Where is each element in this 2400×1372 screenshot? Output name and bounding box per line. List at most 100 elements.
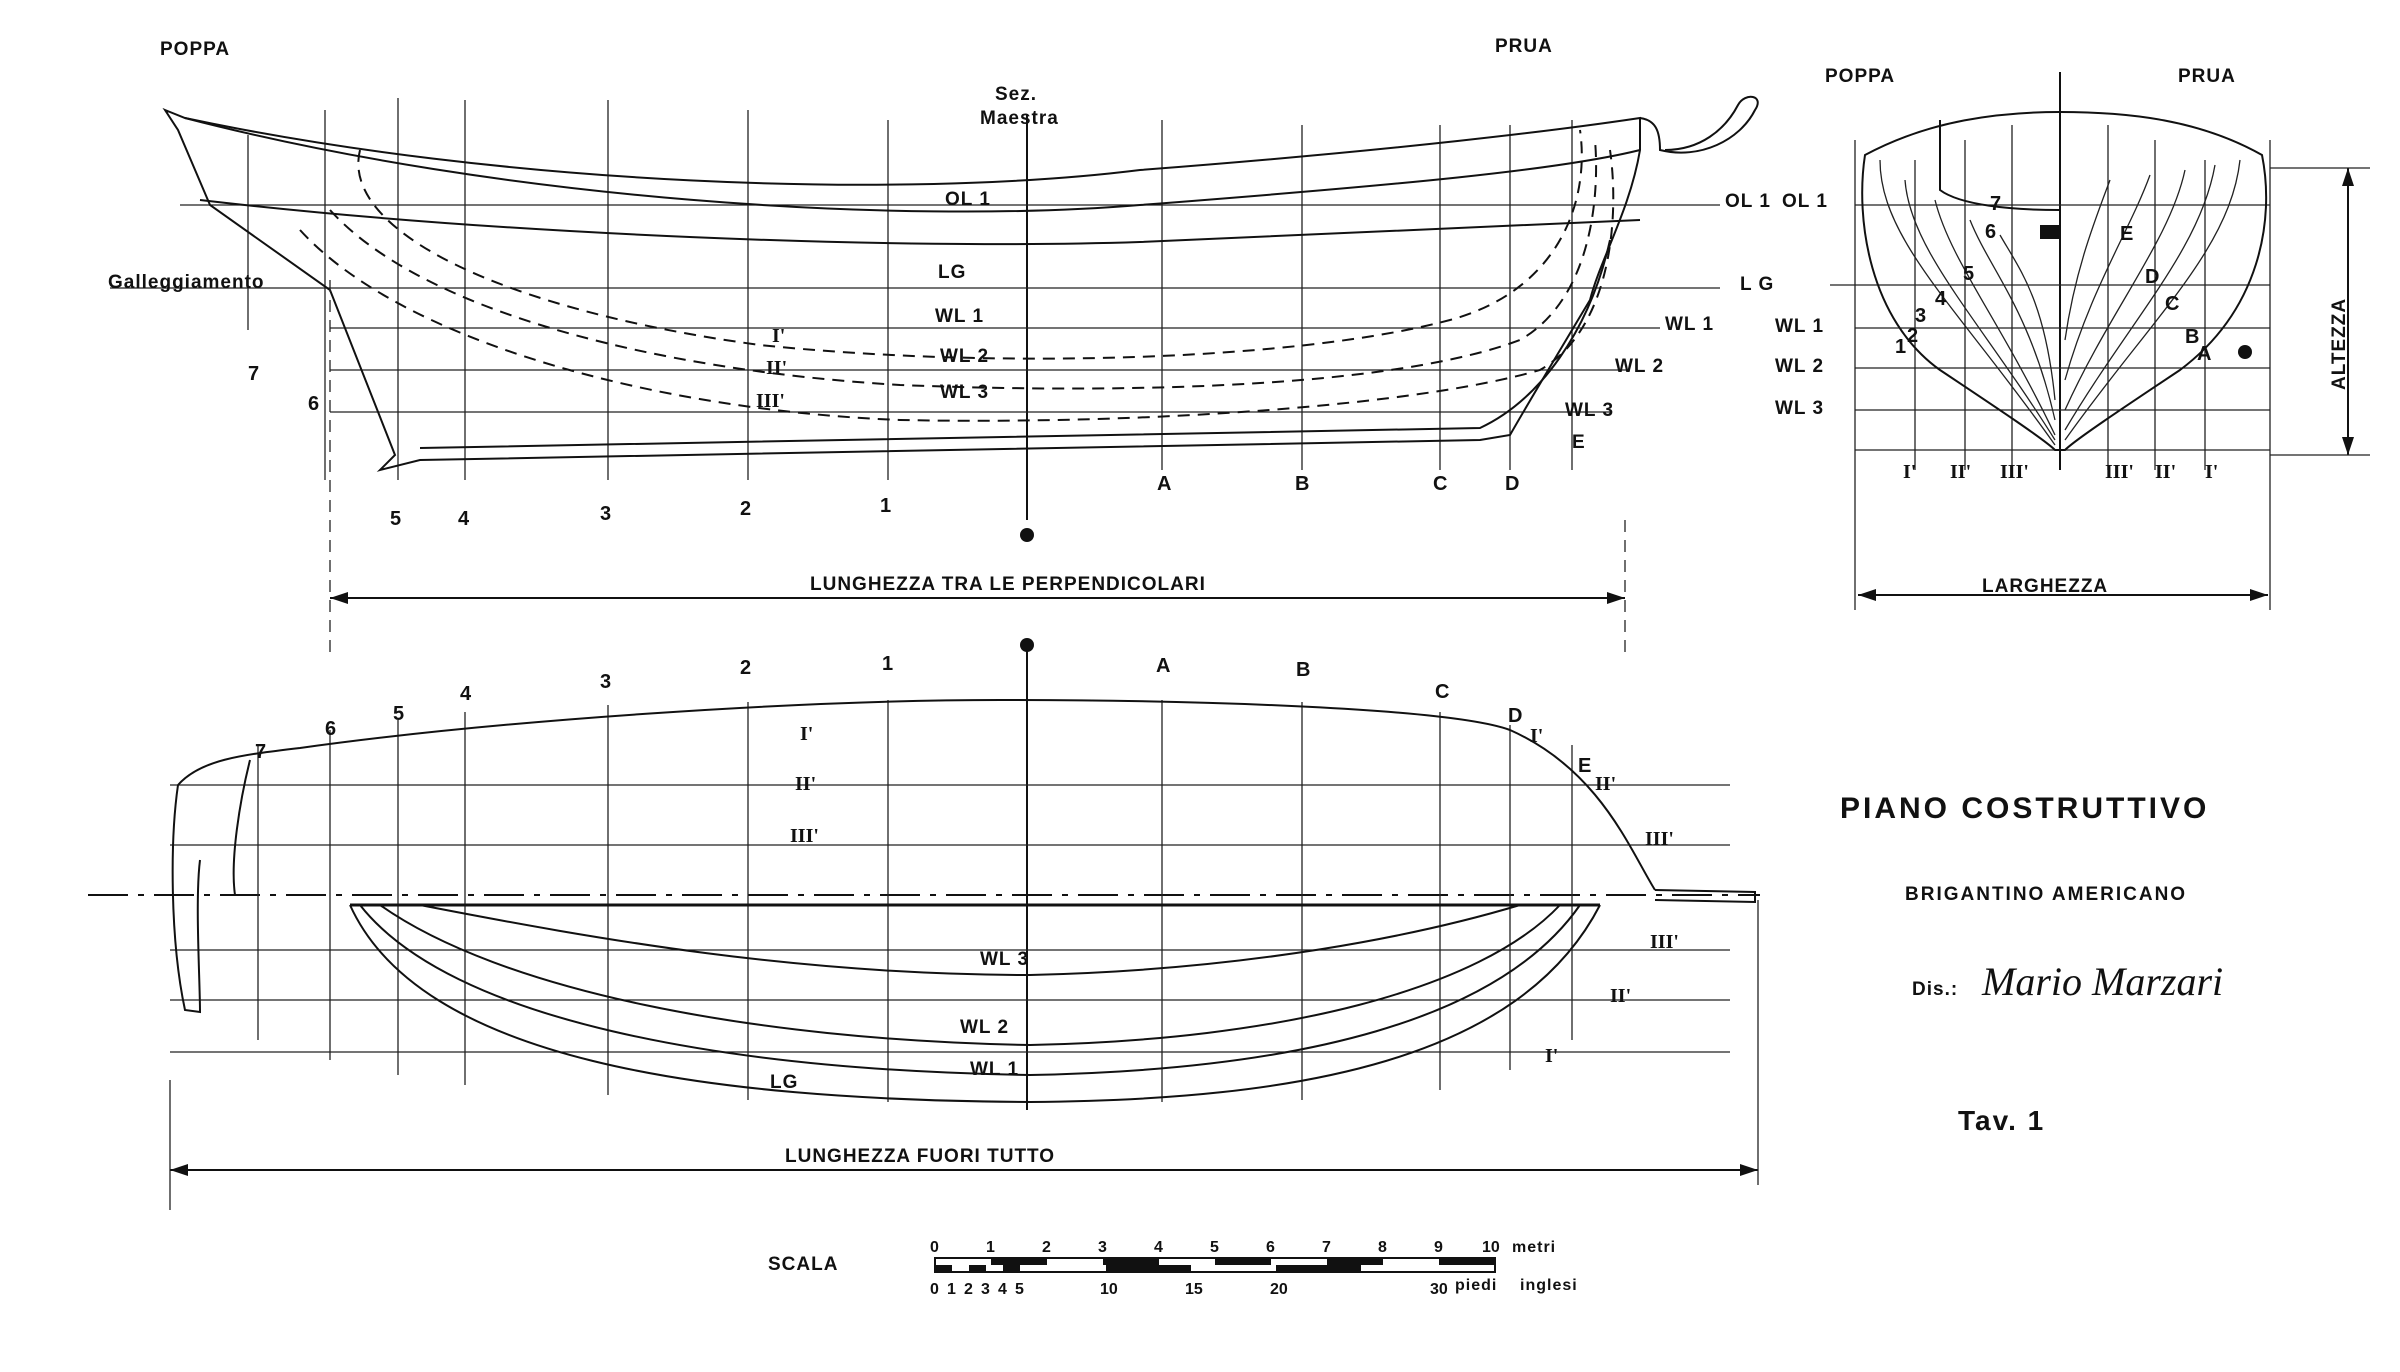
scale-imperial-30: 30 xyxy=(1430,1281,1448,1298)
body-section-a: A xyxy=(2197,343,2211,365)
hb-station-6: 6 xyxy=(325,718,336,740)
profile-figurehead xyxy=(1639,95,1759,154)
scale-imperial-10: 10 xyxy=(1100,1281,1118,1298)
hb-station-e: E xyxy=(1578,755,1591,777)
body-plan-wl2: WL 2 xyxy=(1775,356,1824,377)
hb-buttock-label-2: II' xyxy=(795,773,816,795)
body-plan-grid xyxy=(1830,125,2271,610)
profile-line-wl1: WL 1 xyxy=(935,306,984,327)
profile-right-lg: L G xyxy=(1740,274,1774,295)
profile-station-4: 4 xyxy=(458,508,470,530)
profile-right-wl1: WL 1 xyxy=(1665,314,1714,335)
scale-metric-1: 1 xyxy=(986,1239,995,1256)
hb-buttock-right-3: III' xyxy=(1645,828,1674,850)
hb-buttock-lower-2: II' xyxy=(1610,985,1631,1007)
scale-metric-9: 9 xyxy=(1434,1239,1443,1256)
plan-subtitle: BRIGANTINO AMERICANO xyxy=(1905,884,2187,905)
midship-marker xyxy=(1020,528,1034,542)
body-plan-marker xyxy=(2238,345,2252,359)
profile-station-c: C xyxy=(1433,473,1447,495)
half-breadth-view: 7 6 5 4 3 2 1 A B C D E I' II' III' I' I… xyxy=(88,638,1760,1210)
half-breadth-wl1 xyxy=(359,904,1581,1077)
scale-imperial-unit-1: piedi xyxy=(1455,1277,1497,1294)
hb-label-wl1: WL 1 xyxy=(970,1059,1019,1080)
profile-station-7: 7 xyxy=(248,363,259,385)
body-buttock-aft-3: III' xyxy=(2000,461,2029,483)
profile-station-d: D xyxy=(1505,473,1519,495)
scale-metric-3: 3 xyxy=(1098,1239,1107,1256)
scale-metric-8: 8 xyxy=(1378,1239,1387,1256)
body-section-2: 2 xyxy=(1907,325,1918,347)
body-section-6: 6 xyxy=(1985,221,1996,243)
altezza-label: ALTEZZA xyxy=(2329,298,2350,390)
hb-buttock-label-1: I' xyxy=(800,723,813,745)
scale-metric-10: 10 xyxy=(1482,1239,1500,1256)
scale-bar: SCALA 0 1 2 3 4 5 6 7 8 9 10 metri xyxy=(768,1239,1578,1298)
profile-stern-label: POPPA xyxy=(160,39,230,60)
body-buttock-aft-2: II' xyxy=(1950,461,1971,483)
profile-buttock-label-1: I' xyxy=(772,325,785,347)
half-breadth-transom-inner xyxy=(232,759,251,896)
body-plan-rudder-mark xyxy=(2040,225,2060,239)
larghezza-label: LARGHEZZA xyxy=(1982,576,2108,597)
profile-bow-label: PRUA xyxy=(1495,36,1553,57)
profile-line-ol1: OL 1 xyxy=(945,189,991,210)
plate-number: Tav. 1 xyxy=(1958,1105,2045,1136)
profile-buttock-label-2: II' xyxy=(766,357,787,379)
body-section-4: 4 xyxy=(1935,288,1947,310)
body-plan-outline xyxy=(1861,110,2268,451)
body-section-7: 7 xyxy=(1990,193,2001,215)
hb-station-5: 5 xyxy=(393,703,404,725)
profile-station-6: 6 xyxy=(308,393,319,415)
body-section-d: D xyxy=(2145,266,2159,288)
plan-title: PIANO COSTRUTTIVO xyxy=(1840,792,2209,825)
drawn-by-label: Dis.: xyxy=(1912,979,1958,1000)
scale-metric-4: 4 xyxy=(1154,1239,1163,1256)
body-buttock-fwd-1: I' xyxy=(2205,461,2218,483)
midship-label-line2: Maestra xyxy=(980,108,1059,129)
hb-station-b: B xyxy=(1296,659,1310,681)
profile-right-wl2: WL 2 xyxy=(1615,356,1664,377)
profile-station-a: A xyxy=(1157,473,1171,495)
perpendiculars-length-label: LUNGHEZZA TRA LE PERPENDICOLARI xyxy=(810,574,1206,595)
scale-metric-0: 0 xyxy=(930,1239,939,1256)
profile-buttock-2 xyxy=(329,139,1598,390)
profile-station-2: 2 xyxy=(740,498,751,520)
scale-imperial-5: 5 xyxy=(1015,1281,1024,1298)
scale-label: SCALA xyxy=(768,1254,838,1275)
hb-station-d: D xyxy=(1508,705,1522,727)
scale-bar-blocks xyxy=(935,1258,1495,1272)
body-plan-view: ALTEZZA LARGHEZZA POPPA PRUA OL 1 WL 1 W… xyxy=(1775,66,2370,610)
hb-station-2: 2 xyxy=(740,657,751,679)
body-section-3: 3 xyxy=(1915,305,1926,327)
hb-buttock-right-1: I' xyxy=(1530,725,1543,747)
scale-imperial-unit-2: inglesi xyxy=(1520,1277,1578,1294)
profile-right-e: E xyxy=(1572,432,1586,453)
profile-right-wl3: WL 3 xyxy=(1565,400,1614,421)
hb-buttock-right-2: II' xyxy=(1595,773,1616,795)
profile-keel-line xyxy=(419,239,1611,449)
body-buttock-fwd-2: II' xyxy=(2155,461,2176,483)
body-section-1: 1 xyxy=(1895,336,1906,358)
half-breadth-bowsprit xyxy=(1654,889,1756,904)
scale-imperial-20: 20 xyxy=(1270,1281,1288,1298)
scale-imperial-0: 0 xyxy=(930,1281,939,1298)
profile-station-b: B xyxy=(1295,473,1309,495)
midship-label-line1: Sez. xyxy=(995,84,1037,105)
hb-station-c: C xyxy=(1435,681,1449,703)
waterline-label: Galleggiamento xyxy=(108,272,265,293)
hb-label-lg: LG xyxy=(770,1072,798,1093)
half-breadth-lg xyxy=(349,904,1601,1104)
body-section-b: B xyxy=(2185,326,2199,348)
body-plan-wl1: WL 1 xyxy=(1775,316,1824,337)
body-section-curve xyxy=(1879,159,2056,446)
profile-right-ol1: OL 1 xyxy=(1725,191,1771,212)
hb-station-3: 3 xyxy=(600,671,611,693)
body-section-c: C xyxy=(2165,293,2179,315)
scale-metric-5: 5 xyxy=(1210,1239,1219,1256)
scale-metric-7: 7 xyxy=(1322,1239,1331,1256)
hb-station-1: 1 xyxy=(882,653,893,675)
profile-waterlines xyxy=(110,204,1720,413)
body-plan-ol1: OL 1 xyxy=(1782,191,1828,212)
